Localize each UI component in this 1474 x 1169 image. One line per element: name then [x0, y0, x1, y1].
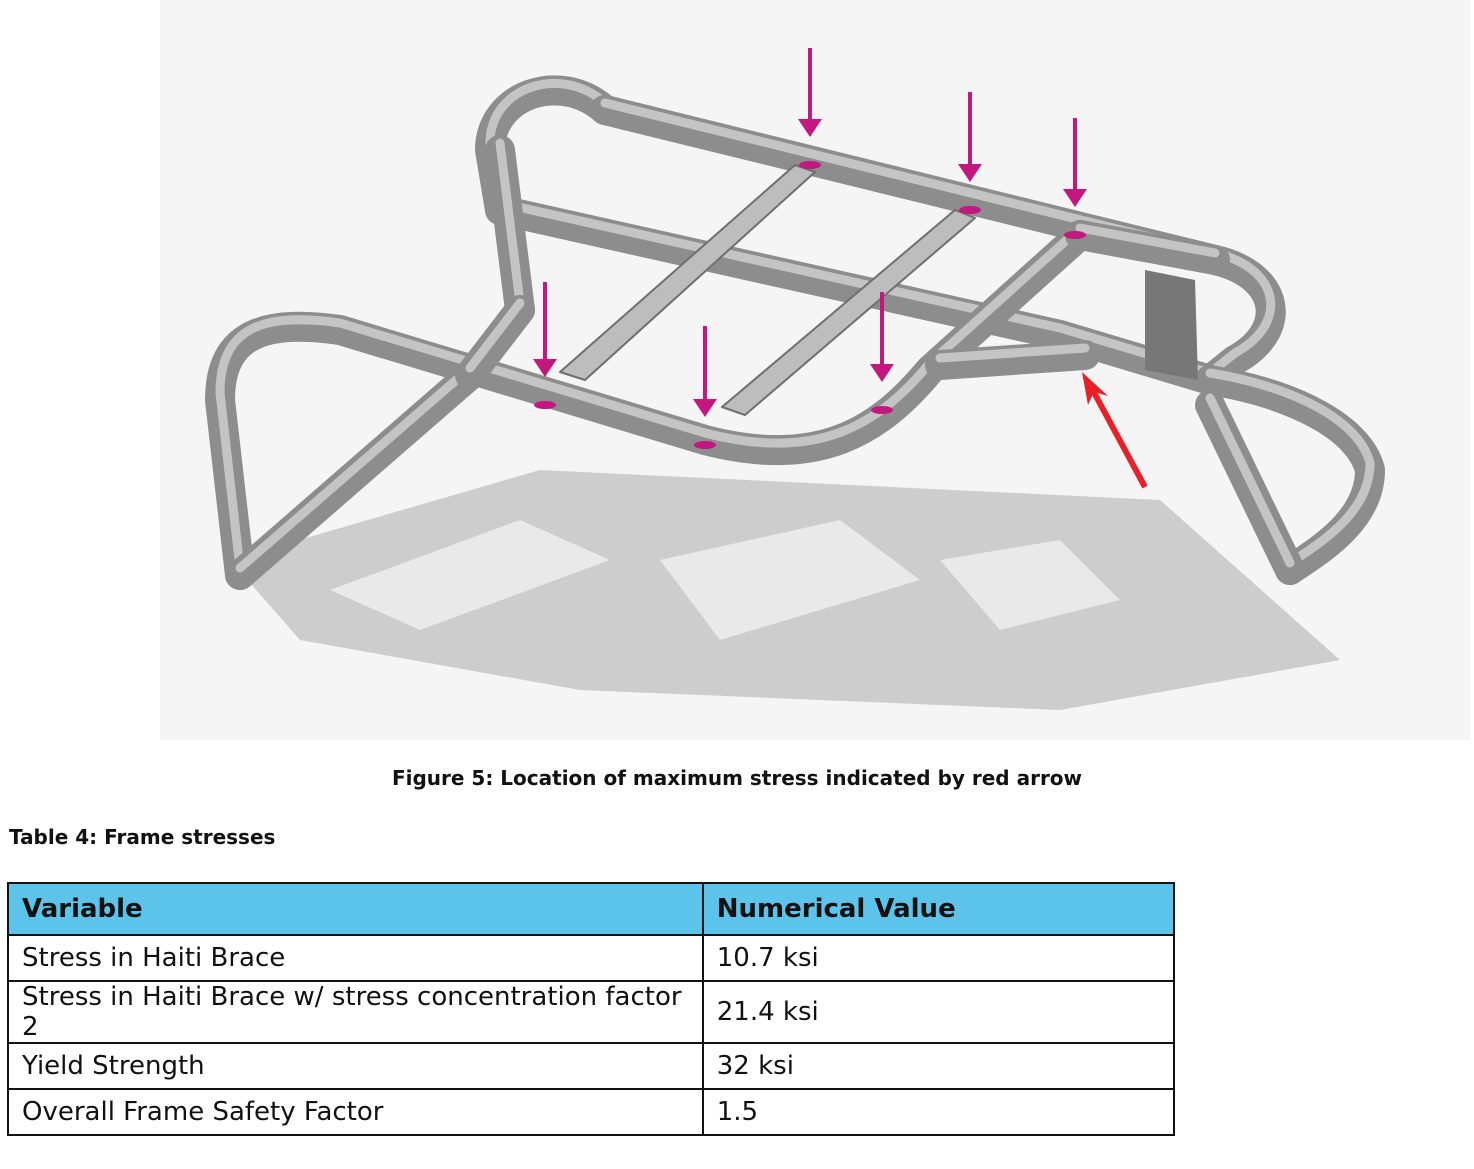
cell-value: 21.4 ksi	[701, 980, 1176, 1044]
frame-tube	[225, 360, 485, 590]
cell-variable: Stress in Haiti Brace	[7, 934, 704, 982]
header-variable: Variable	[7, 882, 704, 936]
table-row: Overall Frame Safety Factor 1.5	[7, 1088, 1176, 1136]
frame-tube-highlight	[935, 343, 1090, 363]
cell-value: 10.7 ksi	[701, 934, 1176, 982]
cell-variable: Stress in Haiti Brace w/ stress concentr…	[7, 980, 704, 1044]
frame-tube	[925, 340, 1100, 380]
frame-stresses-table: Variable Numerical Value Stress in Haiti…	[7, 882, 1176, 1136]
support-slat	[721, 209, 976, 416]
header-numerical-value: Numerical Value	[701, 882, 1176, 936]
shadow-gaps	[330, 520, 1120, 640]
table-title: Table 4: Frame stresses	[9, 825, 276, 849]
frame-tube-highlight	[235, 363, 475, 573]
frame-tube-highlight	[495, 138, 525, 308]
frame-render-figure	[160, 0, 1470, 740]
table-header-row: Variable Numerical Value	[7, 882, 1176, 936]
cell-value: 1.5	[701, 1088, 1176, 1136]
frame-tube-highlight	[485, 78, 610, 208]
frame-render	[160, 0, 1470, 740]
load-arrow-icon	[1063, 118, 1087, 239]
cell-variable: Yield Strength	[7, 1042, 704, 1090]
max-stress-arrow-icon	[1082, 372, 1148, 489]
cell-variable: Overall Frame Safety Factor	[7, 1088, 704, 1136]
table-row: Stress in Haiti Brace w/ stress concentr…	[7, 980, 1176, 1044]
frame-tube-highlight	[215, 223, 1085, 573]
cell-value: 32 ksi	[701, 1042, 1176, 1090]
table-row: Yield Strength 32 ksi	[7, 1042, 1176, 1090]
load-arrow-icon	[533, 282, 557, 409]
load-arrow-icon	[798, 48, 822, 169]
load-arrow-icon	[693, 326, 717, 449]
load-arrow-icon	[958, 92, 982, 214]
support-slat	[559, 164, 816, 381]
figure-caption: Figure 5: Location of maximum stress ind…	[391, 766, 1083, 790]
frame-tube-highlight	[465, 298, 525, 373]
load-arrow-icon	[870, 292, 894, 414]
frame-tube	[1065, 220, 1230, 275]
frame-tube-highlight	[1075, 223, 1220, 258]
table-row: Stress in Haiti Brace 10.7 ksi	[7, 934, 1176, 982]
frame-tube-highlight	[1205, 393, 1295, 568]
bracket-plate	[1145, 270, 1198, 380]
frame-tube-highlight	[1205, 368, 1375, 568]
